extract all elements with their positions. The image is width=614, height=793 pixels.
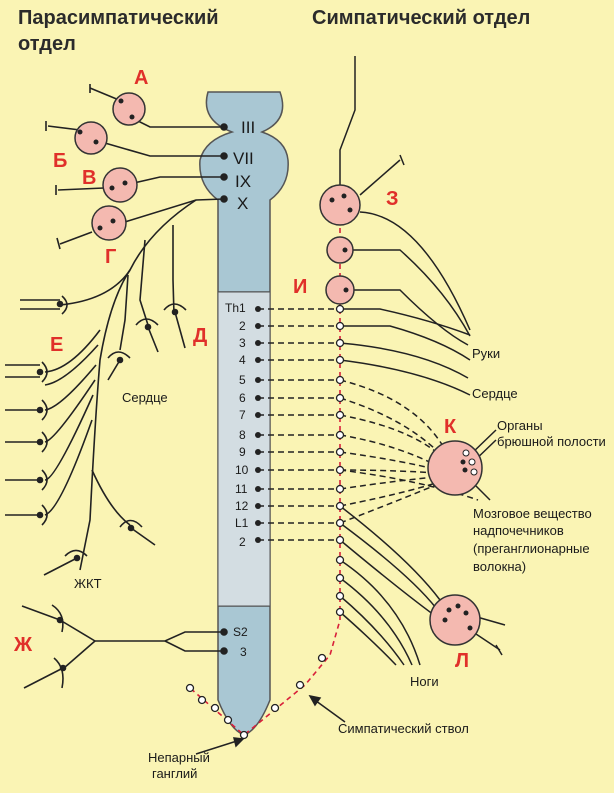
segment-s2: S2: [233, 625, 248, 639]
cranial-nerve-vii: VII: [233, 149, 254, 168]
label-legs: Ноги: [410, 674, 439, 689]
chain-ganglia: [185, 304, 345, 740]
ganglion-l: [429, 594, 481, 646]
segment-2: 2: [239, 319, 246, 333]
ganglion-b: [74, 121, 108, 155]
ganglion-g: [91, 205, 127, 241]
label-abdominal-2: брюшной полости: [497, 434, 606, 449]
ganglion-a: [112, 92, 146, 126]
segment-7: 7: [239, 408, 246, 422]
segment-8: 8: [239, 428, 246, 442]
title-parasympathetic-1: Парасимпатический: [18, 7, 219, 29]
label-unpaired-2: ганглий: [152, 766, 197, 781]
segment-10: 10: [235, 463, 249, 477]
cranial-nerve-x: X: [237, 194, 248, 213]
segment-s3: 3: [240, 645, 247, 659]
letter-b: Б: [53, 150, 67, 172]
title-parasympathetic-2: отдел: [18, 33, 76, 55]
label-gi-tract: ЖКТ: [74, 576, 102, 591]
segment-5: 5: [239, 373, 246, 387]
label-abdominal-1: Органы: [497, 418, 543, 433]
letter-g: Г: [105, 246, 116, 268]
label-unpaired-1: Непарный: [148, 750, 210, 765]
ganglion-v: [102, 167, 138, 203]
ganglion-cervical-mid: [326, 236, 354, 264]
letter-e: Е: [50, 334, 63, 356]
segment-dots: [255, 306, 261, 543]
parasympathetic-effector-cups: [5, 295, 187, 689]
letter-i: И: [293, 276, 307, 298]
sympathetic-ganglia: [319, 184, 483, 646]
spinal-segments: Th1 2 3 4 5 6 7 8 9 10 11 12 L1 2 S2 3: [225, 301, 249, 659]
cranial-nerve-iii: III: [241, 118, 255, 137]
letter-d: Д: [193, 325, 207, 347]
parasympathetic-ganglia: [74, 92, 146, 241]
label-adrenal-1: Мозговое вещество: [473, 506, 592, 521]
segment-6: 6: [239, 391, 246, 405]
ganglion-z: [319, 184, 361, 226]
letter-v: В: [82, 167, 96, 189]
pointer-arrows: [195, 694, 346, 755]
segment-th1: Th1: [225, 301, 246, 315]
letter-a: А: [134, 67, 148, 89]
spinal-cord: [199, 91, 289, 736]
label-heart-left: Сердце: [122, 390, 168, 405]
label-arms: Руки: [472, 346, 500, 361]
ganglion-k: [427, 440, 483, 496]
letter-zh: Ж: [13, 634, 33, 656]
title-sympathetic: Симпатический отдел: [312, 7, 530, 29]
label-heart-right: Сердце: [472, 386, 518, 401]
segment-9: 9: [239, 445, 246, 459]
postganglionic-fibers: [339, 56, 506, 666]
label-adrenal-4: волокна): [473, 559, 526, 574]
cranial-nerve-ix: IX: [235, 172, 251, 191]
segment-l2: 2: [239, 535, 246, 549]
letter-k: К: [444, 416, 457, 438]
label-adrenal-2: надпочечников: [473, 523, 564, 538]
letter-z: З: [386, 188, 399, 210]
segment-12: 12: [235, 499, 249, 513]
segment-11: 11: [235, 482, 248, 496]
letter-l: Л: [455, 650, 469, 672]
label-adrenal-3: (преганглионарные: [473, 541, 590, 556]
segment-4: 4: [239, 353, 246, 367]
segment-l1: L1: [235, 516, 249, 530]
label-sympathetic-trunk: Симпатический ствол: [338, 721, 469, 736]
ganglion-cervical-low: [325, 275, 355, 305]
segment-3: 3: [239, 336, 246, 350]
